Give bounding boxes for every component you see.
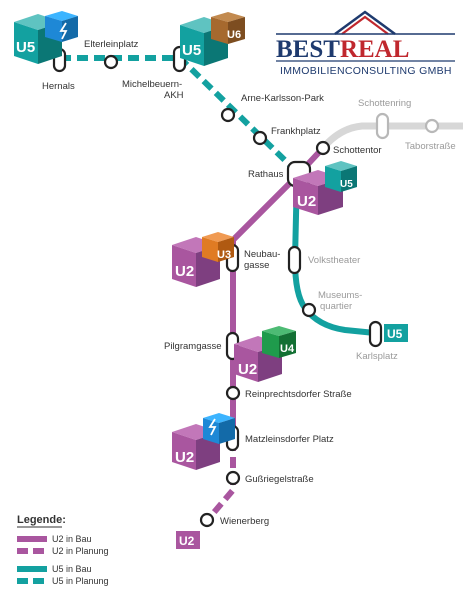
legend-label-u5-bau: U5 in Bau — [52, 564, 92, 574]
label-matzleinsdorfer-platz: Matzleinsdorfer Platz — [245, 434, 334, 445]
station-wienerberg[interactable] — [199, 512, 215, 528]
label-karlsplatz: Karlsplatz — [356, 351, 398, 362]
u2-cube-label: U2 — [238, 361, 257, 378]
u3-cube-label: U3 — [217, 249, 231, 261]
u2-cube-label: U2 — [297, 193, 316, 210]
label-museumsquartier-1: Museums- — [318, 290, 362, 301]
label-wienerberg: Wienerberg — [220, 516, 269, 527]
label-schottentor: Schottentor — [333, 145, 382, 156]
station-gussriegelstrasse[interactable] — [225, 470, 241, 486]
logo-subtitle: IMMOBILIENCONSULTING GMBH — [280, 65, 452, 77]
label-hernals: Hernals — [42, 81, 75, 92]
station-taborstrasse[interactable] — [424, 118, 440, 134]
legend-label-u5-planung: U5 in Planung — [52, 576, 109, 586]
label-neubaugasse-2: gasse — [244, 260, 269, 271]
label-frankhplatz: Frankhplatz — [271, 126, 321, 137]
label-rathaus: Rathaus — [248, 169, 284, 180]
station-schottentor[interactable] — [315, 140, 331, 156]
u5-badge-karlsplatz: U5 — [384, 324, 408, 342]
label-taborstrasse: Taborstraße — [405, 141, 456, 152]
u2-cube-label: U2 — [175, 263, 194, 280]
u5-planned-line — [60, 55, 300, 175]
lightning-icon — [208, 418, 217, 436]
label-schottenring: Schottenring — [358, 98, 411, 109]
svg-text:U2: U2 — [179, 534, 195, 548]
label-reinprechtsdorfer-strasse: Reinprechtsdorfer Straße — [245, 389, 352, 400]
label-pilgramgasse: Pilgramgasse — [164, 341, 222, 352]
u6-cube-label: U6 — [227, 29, 241, 41]
legend-label-u2-bau: U2 in Bau — [52, 534, 92, 544]
u2-u3-cube-neubaugasse: U2 U3 — [172, 232, 234, 287]
logo-wordmark: BESTREAL — [276, 36, 409, 63]
station-volkstheater[interactable] — [287, 245, 302, 275]
roof-logo-icon — [334, 10, 396, 36]
u5-u6-cube-michelbeuern: U5 U6 — [180, 12, 245, 66]
label-arne-karlsson-park: Arne-Karlsson-Park — [241, 93, 324, 104]
u2-u4-cube-pilgramgasse: U2 U4 — [234, 326, 296, 382]
u5-cube-label: U5 — [16, 39, 35, 56]
station-reinprechtsdorfer-strasse[interactable] — [225, 385, 241, 401]
station-elterleinplatz[interactable] — [103, 54, 119, 70]
label-akh: AKH — [164, 90, 184, 101]
u5-cube-hernals: U5 — [14, 11, 78, 64]
label-volkstheater: Volkstheater — [308, 255, 360, 266]
lightning-icon — [59, 22, 68, 40]
station-labels: Hernals Elterleinplatz Michelbeuern- AKH… — [42, 39, 456, 527]
station-museumsquartier[interactable] — [301, 302, 317, 318]
legend-label-u2-planung: U2 in Planung — [52, 546, 109, 556]
u2-planned-line — [202, 440, 236, 525]
existing-station-markers — [375, 112, 440, 140]
u4-cube-label: U4 — [280, 343, 295, 355]
station-karlsplatz[interactable] — [368, 320, 383, 348]
u5-cube-label: U5 — [340, 179, 353, 190]
u2-u5-cube-rathaus: U2 U5 — [293, 161, 357, 215]
label-elterleinplatz: Elterleinplatz — [84, 39, 139, 50]
u2-cube-matzleinsdorf: U2 — [172, 413, 235, 470]
u5-cube-label: U5 — [182, 42, 201, 59]
label-neubaugasse-1: Neubau- — [244, 249, 280, 260]
legend: Legende: U2 in Bau U2 in Planung U5 in B… — [17, 514, 109, 586]
station-arne-karlsson-park[interactable] — [220, 107, 236, 123]
station-schottenring[interactable] — [375, 112, 390, 140]
svg-text:U5: U5 — [387, 327, 403, 341]
u2-cube-label: U2 — [175, 449, 194, 466]
label-gussriegelstrasse: Gußriegelstraße — [245, 474, 314, 485]
label-museumsquartier-2: quartier — [320, 301, 352, 312]
legend-title: Legende: — [17, 514, 66, 526]
u2-badge-wienerberg: U2 — [176, 531, 200, 549]
company-logo: BESTREAL IMMOBILIENCONSULTING GMBH — [276, 10, 455, 77]
station-frankhplatz[interactable] — [252, 130, 268, 146]
label-michelbeuern: Michelbeuern- — [122, 79, 182, 90]
